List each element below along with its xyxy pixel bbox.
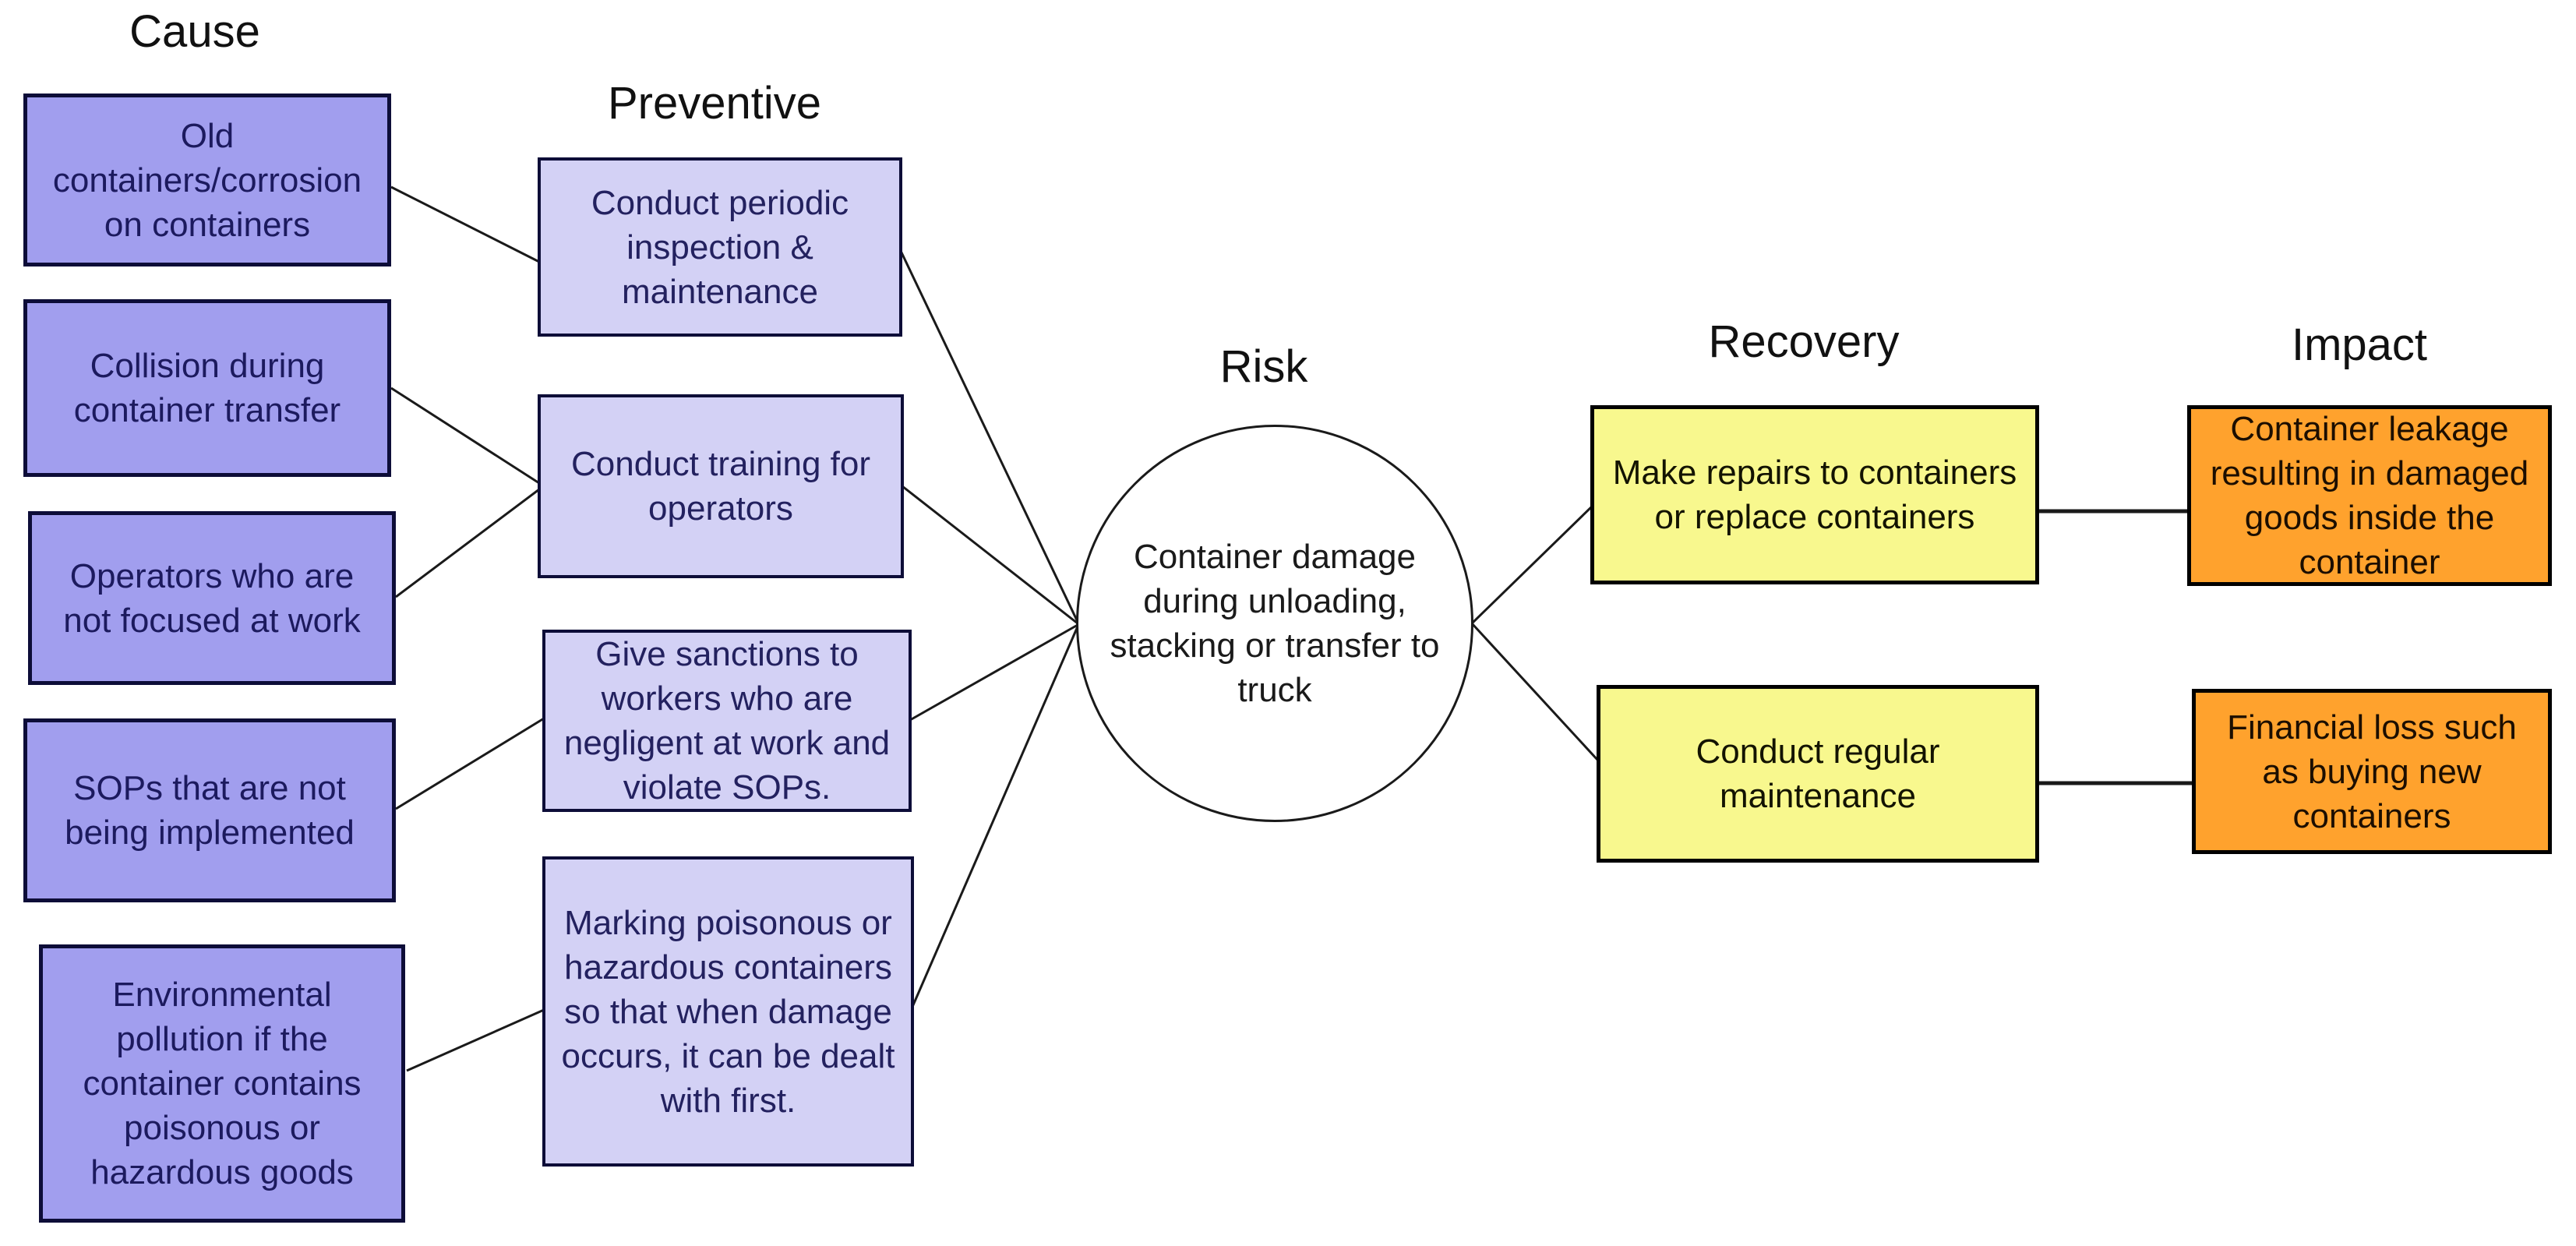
preventive-node-4: Marking poisonous or hazardous container… xyxy=(542,856,914,1167)
cause-node-2: Collision during container transfer xyxy=(23,299,391,477)
preventive-node-4-label: Marking poisonous or hazardous container… xyxy=(561,903,895,1120)
recovery-node-1: Make repairs to containers or replace co… xyxy=(1590,405,2039,584)
cause-node-1-label: Old containers/corrosion on containers xyxy=(52,116,362,244)
cause-node-3: Operators who are not focused at work xyxy=(28,511,396,685)
edge-preventive-4-risk xyxy=(911,626,1079,1008)
impact-node-1-label: Container leakage resulting in damaged g… xyxy=(2210,410,2529,581)
recovery-node-2: Conduct regular maintenance xyxy=(1597,685,2039,863)
column-heading-preventive: Preventive xyxy=(607,78,822,129)
recovery-node-1-label: Make repairs to containers or replace co… xyxy=(1612,454,2017,536)
impact-node-2-label: Financial loss such as buying new contai… xyxy=(2227,708,2517,835)
risk-node: Container damage during unloading, stack… xyxy=(1076,425,1473,822)
column-heading-cause: Cause xyxy=(129,6,260,57)
preventive-node-3: Give sanctions to workers who are neglig… xyxy=(542,630,912,812)
edge-risk-recovery-1 xyxy=(1470,505,1593,625)
preventive-node-1: Conduct periodic inspection & maintenanc… xyxy=(538,157,902,337)
column-heading-risk: Risk xyxy=(1219,341,1308,392)
edge-preventive-2-risk xyxy=(902,485,1078,625)
edge-cause-4-preventive-3 xyxy=(395,717,545,810)
edge-preventive-1-risk xyxy=(899,250,1079,623)
edge-cause-1-preventive-1 xyxy=(390,185,540,263)
cause-node-5: Environmental pollution if the container… xyxy=(39,944,405,1223)
cause-node-1: Old containers/corrosion on containers xyxy=(23,94,391,266)
cause-node-4: SOPs that are not being implemented xyxy=(23,718,396,902)
cause-node-2-label: Collision during container transfer xyxy=(73,347,341,429)
cause-node-3-label: Operators who are not focused at work xyxy=(63,556,361,640)
edge-risk-recovery-2 xyxy=(1470,622,1600,762)
recovery-node-2-label: Conduct regular maintenance xyxy=(1696,732,1940,815)
column-heading-recovery: Recovery xyxy=(1708,316,1900,367)
preventive-node-1-label: Conduct periodic inspection & maintenanc… xyxy=(591,183,849,311)
cause-node-5-label: Environmental pollution if the container… xyxy=(83,976,362,1191)
column-heading-impact: Impact xyxy=(2291,319,2428,370)
preventive-node-3-label: Give sanctions to workers who are neglig… xyxy=(563,635,891,807)
risk-node-label: Container damage during unloading, stack… xyxy=(1110,538,1440,709)
edge-cause-5-preventive-4 xyxy=(406,1008,545,1072)
preventive-node-2-label: Conduct training for operators xyxy=(571,445,870,528)
preventive-node-2: Conduct training for operators xyxy=(538,394,904,578)
impact-node-1: Container leakage resulting in damaged g… xyxy=(2187,405,2552,586)
edge-cause-3-preventive-2 xyxy=(395,488,540,598)
edge-cause-2-preventive-2 xyxy=(390,387,540,485)
cause-node-4-label: SOPs that are not being implemented xyxy=(65,769,355,852)
impact-node-2: Financial loss such as buying new contai… xyxy=(2192,689,2552,854)
edge-preventive-3-risk xyxy=(909,623,1078,722)
